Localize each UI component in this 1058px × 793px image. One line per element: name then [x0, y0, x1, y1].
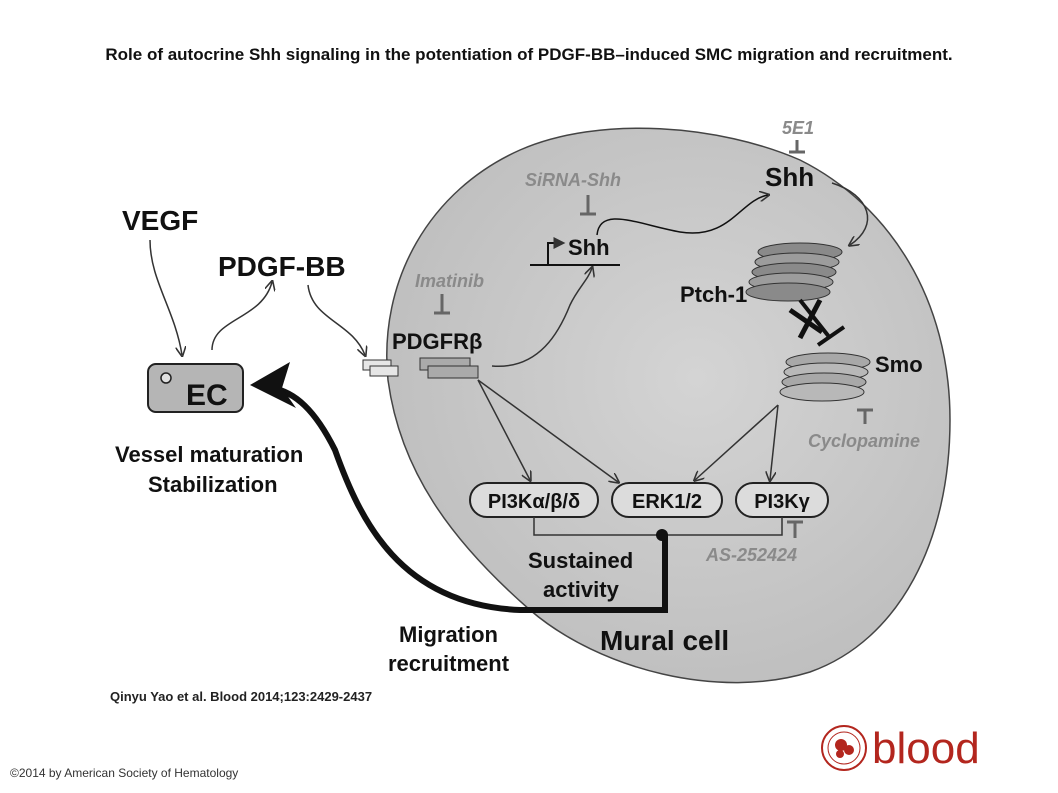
migration-label: Migration — [399, 622, 498, 647]
ptch1-receptor-icon — [745, 242, 843, 302]
pdgf-bb-label: PDGF-BB — [218, 251, 346, 282]
cyclopamine-label: Cyclopamine — [808, 431, 920, 451]
mural-cell-body — [386, 127, 951, 684]
mural-cell-label: Mural cell — [600, 625, 729, 656]
pdgfr-receptor-left-b — [369, 365, 399, 377]
activity-label: activity — [543, 577, 620, 602]
cyclopamine-inhibit — [857, 408, 873, 424]
recruitment-label: recruitment — [388, 651, 510, 676]
pdgfr-to-shh-arrow — [491, 268, 592, 367]
stabilization-label: Stabilization — [148, 472, 278, 497]
ec-cell-box — [147, 363, 244, 413]
vessel-maturation-label: Vessel maturation — [115, 442, 303, 467]
pi3k-abd-text: PI3K — [488, 491, 533, 513]
vegf-label: VEGF — [122, 205, 198, 236]
smo-label: Smo — [875, 352, 923, 377]
ec-label: EC — [186, 379, 228, 412]
pi3k-g-label: PI3Kγ — [754, 491, 810, 513]
citation: Qinyu Yao et al. Blood 2014;123:2429-243… — [110, 689, 373, 704]
sirna-shh-inhibit — [580, 195, 596, 216]
smo-to-pi3k-g-arrow — [770, 404, 779, 480]
feedback-to-ec-arrow — [271, 385, 668, 613]
shh-gene-label: Shh — [568, 235, 610, 260]
ec-to-pdgfbb-arrow — [211, 282, 272, 351]
pdgfr-to-erk-arrow — [477, 379, 618, 482]
blood-journal-logo: blood — [821, 724, 980, 773]
pdgfr-to-pi3k-abd-arrow — [477, 379, 530, 480]
vegf-to-ec-arrow — [149, 239, 182, 355]
shh-secreted-label: Shh — [765, 162, 814, 192]
ptch1-label: Ptch-1 — [680, 282, 747, 307]
pi3k-g-greek: γ — [799, 491, 811, 513]
imatinib-inhibit — [434, 294, 450, 315]
blood-wordmark: blood — [872, 724, 980, 773]
five-e1-inhibit — [789, 140, 805, 154]
ptch1-smo-inhibit-line — [798, 298, 832, 340]
ec-nucleus-dot — [160, 372, 172, 384]
pi3k-abd-label: PI3Kα/β/δ — [488, 491, 580, 513]
pdgfr-label: PDGFRβ — [392, 329, 482, 354]
convergence-dot — [656, 529, 668, 541]
as252424-label: AS-252424 — [705, 545, 797, 565]
erk-pill — [611, 482, 723, 518]
figure-title: Role of autocrine Shh signaling in the p… — [105, 45, 953, 64]
as252424-inhibit — [787, 520, 803, 538]
pi3k-g-text: PI3K — [754, 491, 799, 513]
shh-to-ptch1-arrow — [831, 182, 869, 245]
pdgfr-text: PDGFR — [392, 329, 469, 354]
pi3k-abd-greek: α/β/δ — [532, 491, 580, 513]
feedback-arrowhead — [250, 362, 296, 408]
copyright: ©2014 by American Society of Hematology — [10, 766, 239, 780]
ptch1-smo-inhibit-bar — [816, 325, 846, 347]
five-e1-label: 5E1 — [782, 118, 814, 138]
sirna-shh-label: SiRNA-Shh — [525, 170, 621, 190]
pdgfr-receptor-right-b — [427, 365, 479, 379]
shh-gene-to-secreted-arrow — [596, 195, 768, 236]
imatinib-label: Imatinib — [415, 271, 484, 291]
ptch1-block-cross — [788, 298, 824, 340]
pdgfr-beta-symbol: β — [469, 329, 482, 354]
smo-to-erk-arrow — [695, 404, 779, 480]
shh-promoter-arrow — [547, 237, 566, 265]
ash-seal-icon — [821, 725, 867, 771]
sustained-label: Sustained — [528, 548, 633, 573]
erk-label: ERK1/2 — [632, 491, 702, 513]
smo-receptor-icon — [779, 352, 871, 402]
pdgfbb-to-receptor-arrow — [307, 284, 365, 355]
